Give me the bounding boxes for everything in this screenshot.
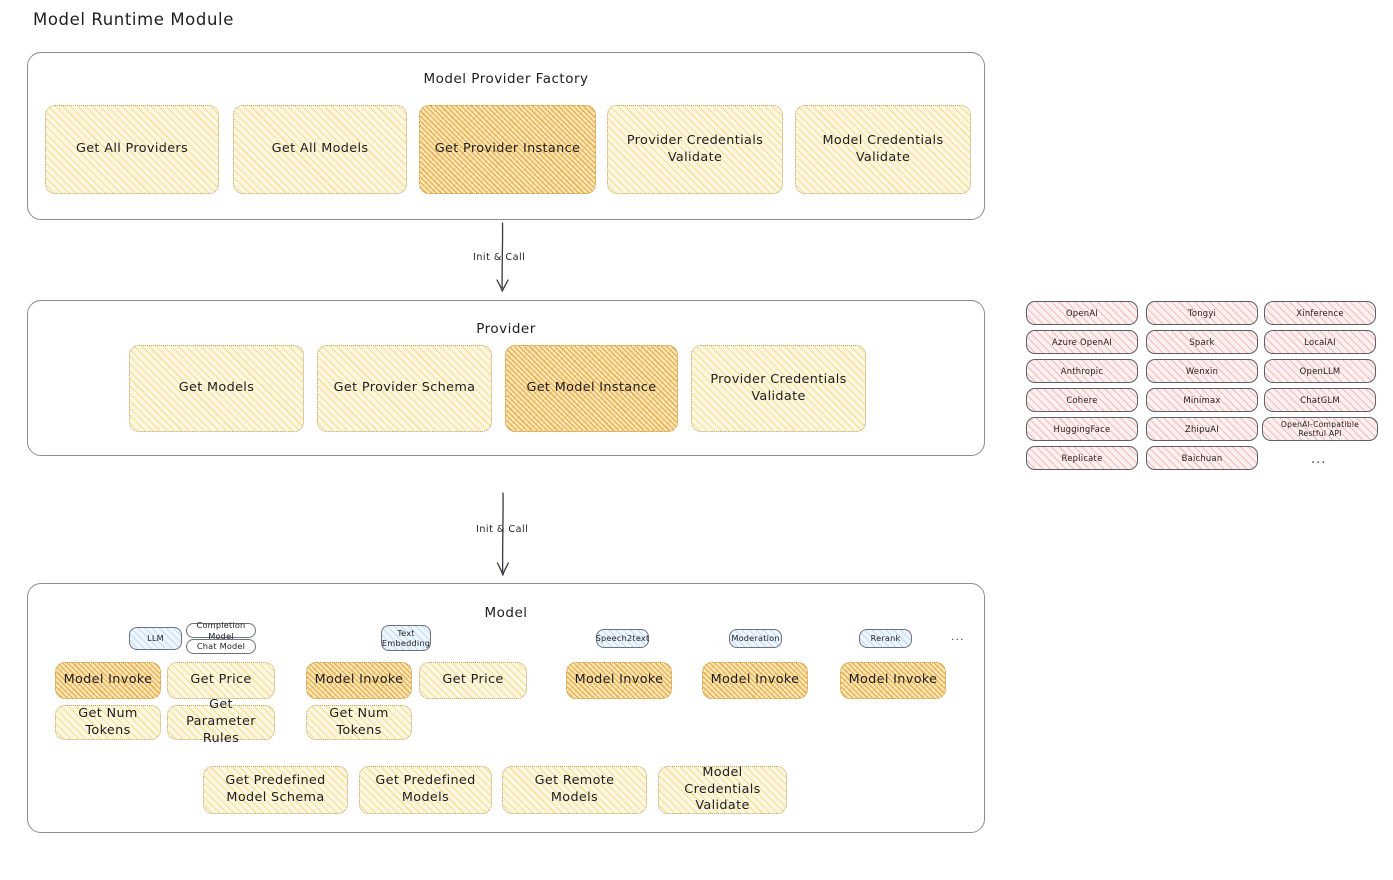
provider-chip-baichuan[interactable]: Baichuan [1146, 446, 1258, 470]
provider-list-more: ... [1311, 452, 1327, 467]
arrow-down-icon [496, 222, 509, 292]
model-type-badge-text-embedding[interactable]: Text Embedding [381, 625, 431, 651]
node-get-predefined-models[interactable]: Get Predefined Models [359, 766, 492, 814]
node-get-all-models[interactable]: Get All Models [233, 105, 407, 194]
model-type-badge-moderation[interactable]: Moderation [729, 629, 782, 648]
node-model-credentials-validate-2[interactable]: Model Credentials Validate [658, 765, 787, 814]
node-get-provider-instance[interactable]: Get Provider Instance [419, 105, 596, 194]
provider-chip-azure-openai[interactable]: Azure OpenAI [1026, 330, 1138, 354]
model-title: Model [484, 605, 528, 621]
node-embedding-get-num-tokens[interactable]: Get Num Tokens [306, 705, 412, 740]
provider-chip-huggingface[interactable]: HuggingFace [1026, 417, 1138, 441]
provider-chip-spark[interactable]: Spark [1146, 330, 1258, 354]
provider-title: Provider [476, 321, 536, 337]
node-model-credentials-validate[interactable]: Model Credentials Validate [795, 105, 971, 194]
model-type-badge-speech2text[interactable]: Speech2text [596, 629, 649, 648]
arrow-provider-to-model [476, 492, 536, 582]
node-embedding-model-invoke[interactable]: Model Invoke [306, 662, 412, 699]
node-rerank-model-invoke[interactable]: Model Invoke [840, 662, 946, 699]
page-title: Model Runtime Module [33, 10, 234, 29]
node-speech2text-model-invoke[interactable]: Model Invoke [566, 662, 672, 699]
arrow-factory-to-provider [476, 222, 536, 298]
node-get-provider-schema[interactable]: Get Provider Schema [317, 345, 492, 432]
node-provider-credentials-validate[interactable]: Provider Credentials Validate [607, 105, 783, 194]
provider-chip-zhipuai[interactable]: ZhipuAI [1146, 417, 1258, 441]
arrow-down-icon-2 [496, 492, 510, 576]
provider-chip-localai[interactable]: LocalAI [1264, 330, 1376, 354]
provider-chip-chatglm[interactable]: ChatGLM [1264, 388, 1376, 412]
arrow-1-label: Init & Call [473, 252, 526, 263]
provider-chip-replicate[interactable]: Replicate [1026, 446, 1138, 470]
provider-chip-tongyi[interactable]: Tongyi [1146, 301, 1258, 325]
node-llm-get-num-tokens[interactable]: Get Num Tokens [55, 705, 161, 740]
model-subtype-completion-model[interactable]: Completion Model [186, 620, 256, 641]
node-get-models[interactable]: Get Models [129, 345, 304, 432]
model-subtype-chat-model[interactable]: Chat Model [186, 639, 256, 654]
node-embedding-get-price[interactable]: Get Price [419, 662, 527, 699]
provider-chip-minimax[interactable]: Minimax [1146, 388, 1258, 412]
model-type-badge-rerank[interactable]: Rerank [859, 629, 912, 648]
model-type-badge-llm[interactable]: LLM [129, 627, 182, 650]
provider-chip-openai[interactable]: OpenAI [1026, 301, 1138, 325]
node-provider-credentials-validate-2[interactable]: Provider Credentials Validate [691, 345, 866, 432]
provider-chip-openllm[interactable]: OpenLLM [1264, 359, 1376, 383]
node-get-model-instance[interactable]: Get Model Instance [505, 345, 678, 432]
provider-chip-openai-compatible-restful-api[interactable]: OpenAI-Compatible Restful API [1262, 417, 1378, 441]
node-get-remote-models[interactable]: Get Remote Models [502, 766, 647, 814]
provider-chip-wenxin[interactable]: Wenxin [1146, 359, 1258, 383]
provider-chip-xinference[interactable]: Xinference [1264, 301, 1376, 325]
provider-chip-anthropic[interactable]: Anthropic [1026, 359, 1138, 383]
node-llm-model-invoke[interactable]: Model Invoke [55, 662, 161, 699]
node-moderation-model-invoke[interactable]: Model Invoke [702, 662, 808, 699]
model-types-more: ... [951, 630, 965, 643]
model-provider-factory-title: Model Provider Factory [423, 71, 589, 87]
arrow-2-label: Init & Call [476, 524, 529, 535]
node-get-all-providers[interactable]: Get All Providers [45, 105, 219, 194]
provider-chip-cohere[interactable]: Cohere [1026, 388, 1138, 412]
node-llm-get-price[interactable]: Get Price [167, 662, 275, 699]
node-llm-get-parameter-rules[interactable]: Get Parameter Rules [167, 697, 275, 746]
node-get-predefined-model-schema[interactable]: Get Predefined Model Schema [203, 766, 348, 814]
